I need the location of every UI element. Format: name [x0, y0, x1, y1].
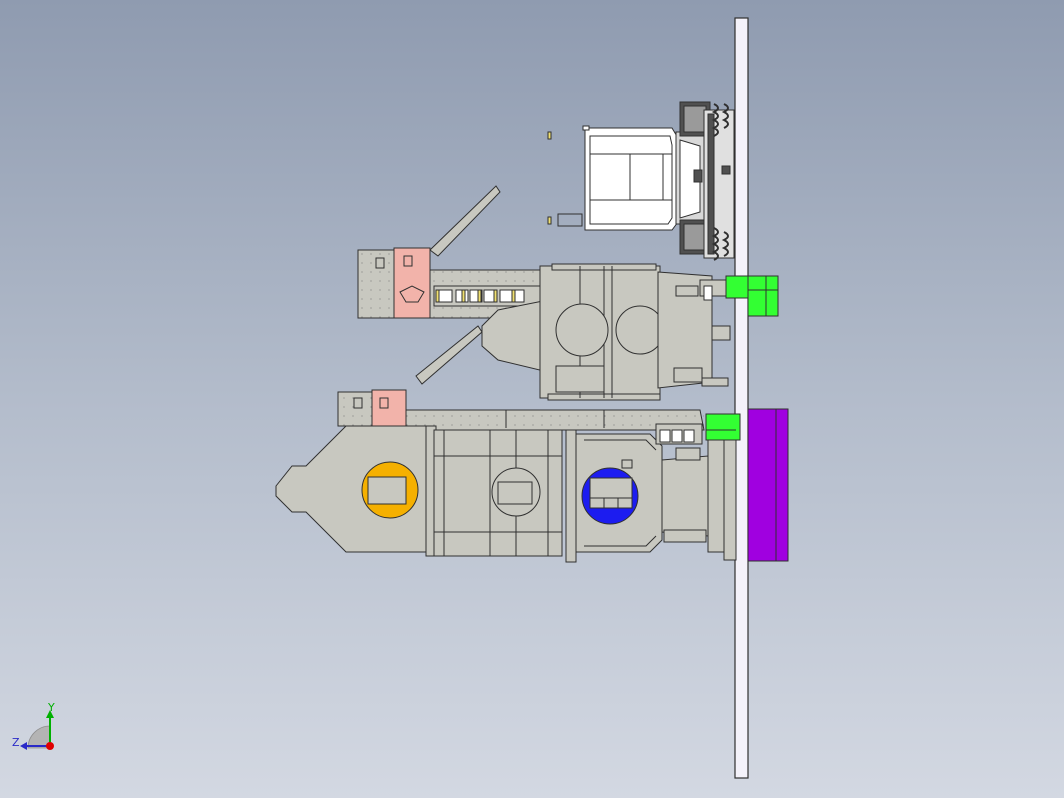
x-axis-dot — [46, 742, 54, 750]
vertical-mounting-plate[interactable] — [734, 17, 749, 779]
lower-main-unit[interactable] — [275, 389, 789, 563]
orientation-triad: Y Z — [12, 701, 55, 750]
top-feeder-unit[interactable] — [547, 101, 735, 261]
z-axis-label: Z — [12, 736, 20, 749]
middle-gripper-unit[interactable] — [357, 185, 779, 401]
y-axis-label: Y — [47, 701, 55, 714]
y-axis-head — [46, 710, 54, 718]
z-axis-head — [20, 742, 27, 750]
